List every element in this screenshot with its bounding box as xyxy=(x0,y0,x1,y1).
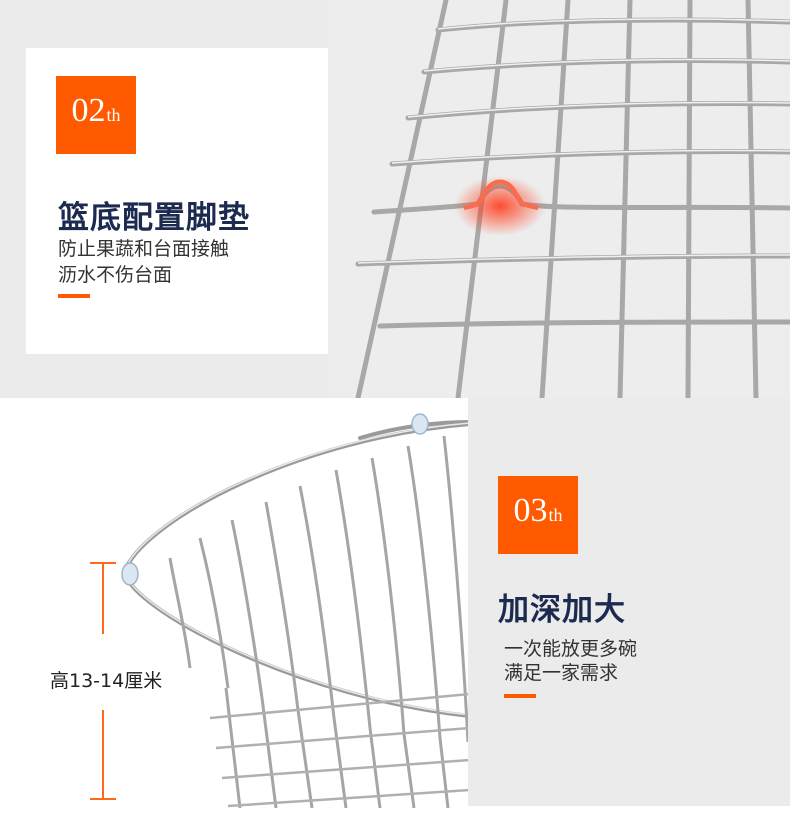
badge-number: 03 xyxy=(513,492,548,529)
feature-desc-line2: 沥水不伤台面 xyxy=(58,264,173,286)
feature-desc-line1: 防止果蔬和台面接触 xyxy=(58,238,230,260)
feature-section-depth: 高13-14厘米 03 th 加深加大 一次能放更多碗 满足一家需求 xyxy=(0,398,790,818)
feature-section-feet: 02 th 篮底配置脚垫 防止果蔬和台面接触 沥水不伤台面 xyxy=(0,0,790,398)
step-badge-03: 03 th xyxy=(498,476,578,554)
accent-bar xyxy=(58,294,90,298)
wire-basket-side-photo xyxy=(0,398,470,808)
badge-number: 02 xyxy=(71,92,106,129)
badge-suffix: th xyxy=(548,505,563,525)
feature-title: 篮底配置脚垫 xyxy=(58,200,250,236)
feature-desc-line2: 满足一家需求 xyxy=(504,662,619,684)
accent-bar xyxy=(504,694,536,698)
feature-card-03: 03 th 加深加大 一次能放更多碗 满足一家需求 xyxy=(468,398,790,806)
wire-basket-bottom-photo xyxy=(328,0,790,398)
feature-title: 加深加大 xyxy=(498,592,626,628)
feature-desc-line1: 一次能放更多碗 xyxy=(504,638,638,660)
height-measure-label: 高13-14厘米 xyxy=(50,670,163,692)
step-badge-02: 02 th xyxy=(56,76,136,154)
badge-suffix: th xyxy=(106,105,121,125)
feature-card-02: 02 th 篮底配置脚垫 防止果蔬和台面接触 沥水不伤台面 xyxy=(26,48,328,354)
